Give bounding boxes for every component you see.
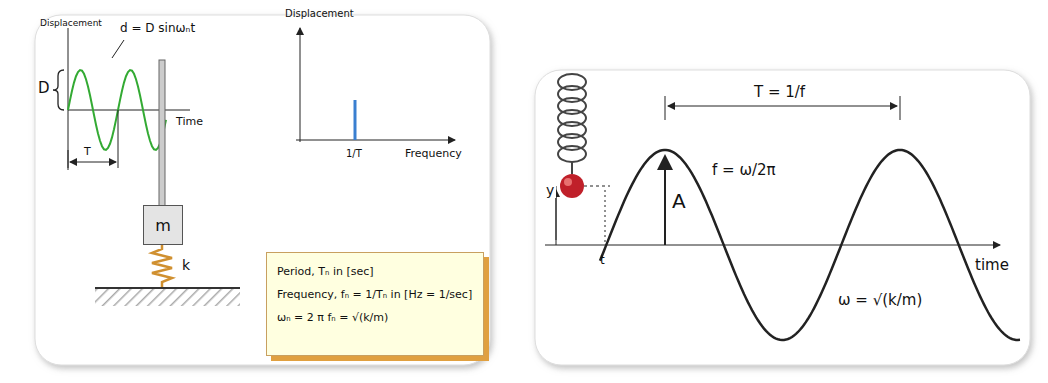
axis-title: Displacement	[40, 18, 102, 28]
node-text: m	[155, 216, 171, 235]
axis-title: Displacement	[285, 8, 354, 20]
displacement-symbol: y	[544, 182, 556, 198]
panel	[35, 15, 490, 365]
mass-block: m	[143, 205, 183, 245]
axis-label: Time	[176, 116, 203, 129]
frequency-marker: 1/T	[346, 148, 362, 160]
amplitude-symbol: D	[38, 80, 50, 97]
period-formula: T = 1/f	[752, 84, 807, 101]
axis-label: time	[975, 257, 1009, 274]
node-text: Period, Tₙ in [sec]	[277, 265, 473, 278]
node-text: Frequency, fₙ = 1/Tₙ in [Hz = 1/sec]	[277, 288, 473, 301]
angular-frequency-formula: ω = √(k/m)	[838, 292, 922, 309]
equation-label: d = D sinωₙt	[120, 22, 195, 36]
amplitude-symbol: A	[672, 190, 686, 213]
note-box: Period, Tₙ in [sec] Frequency, fₙ = 1/Tₙ …	[266, 252, 484, 356]
time-marker: t	[600, 254, 605, 268]
panel	[535, 70, 1030, 365]
frequency-formula: f = ω/2π	[712, 162, 776, 179]
axis-label: Frequency	[405, 148, 462, 161]
spring-constant: k	[182, 257, 190, 273]
node-text: ωₙ = 2 π fₙ = √(k/m)	[277, 311, 473, 324]
period-label: T	[84, 146, 91, 159]
